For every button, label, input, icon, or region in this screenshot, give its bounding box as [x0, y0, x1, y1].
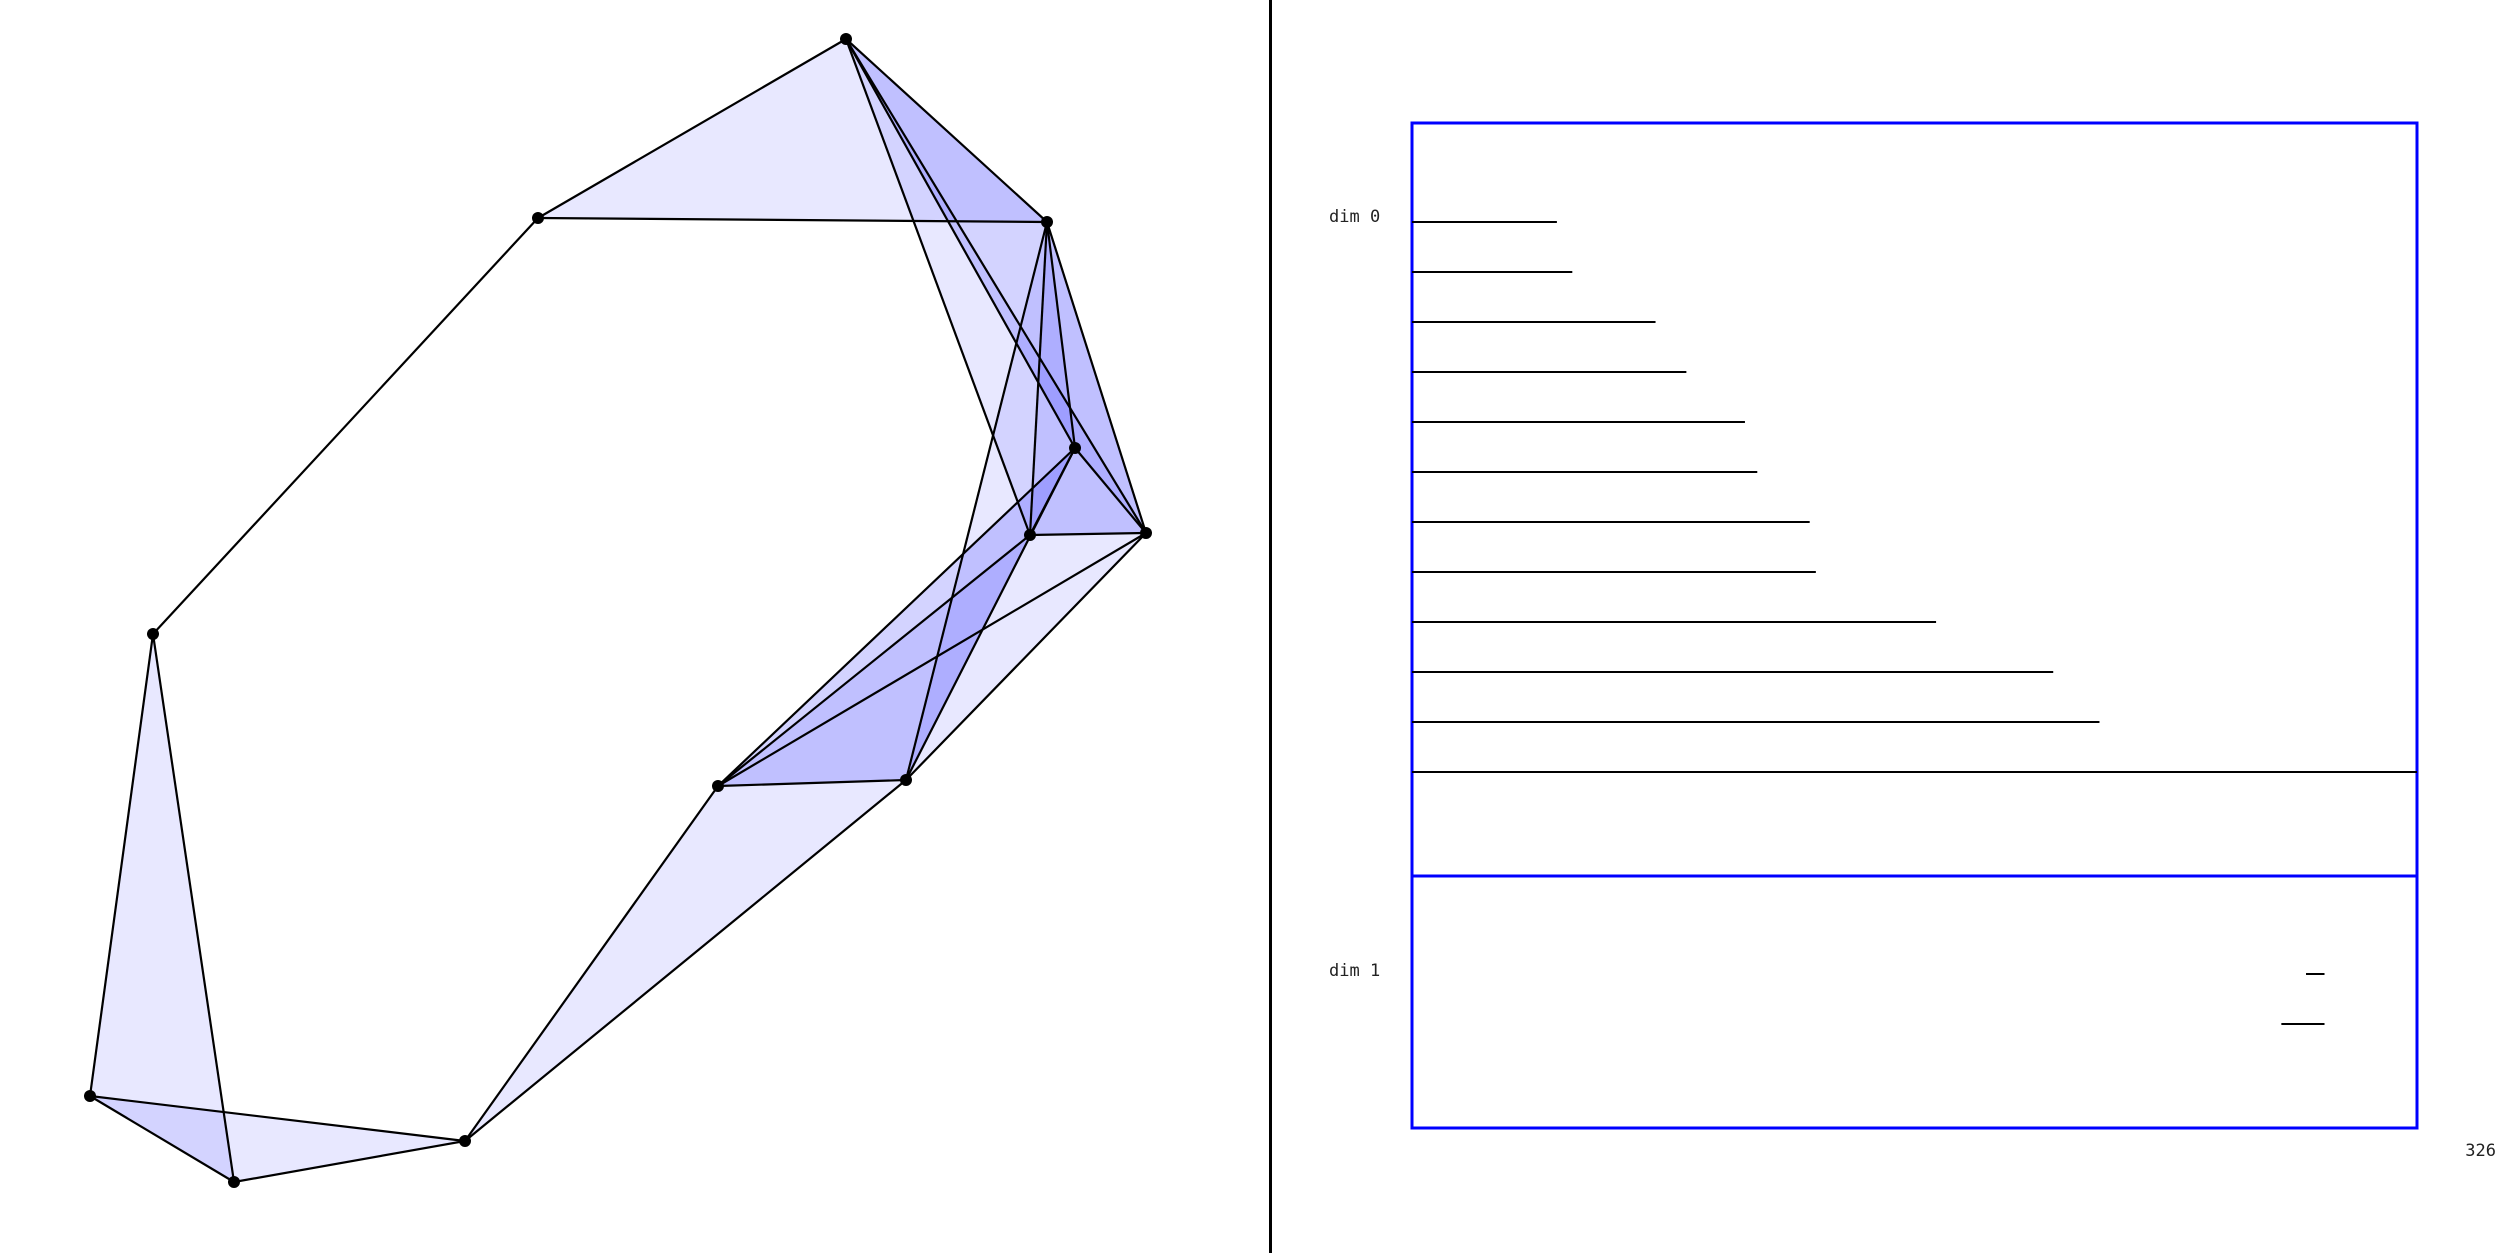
edge-v1-v3: [845, 38, 1048, 223]
edge-v5-v8: [717, 532, 1147, 787]
edge-v1-v4: [845, 38, 1076, 449]
triangle-v7-v10-v12: [90, 634, 234, 1182]
simplicial-complex-panel: [84, 33, 1152, 1188]
edge-v3-v4: [1045, 221, 1077, 449]
barcode-frame: [1410, 121, 2419, 1130]
edge-v2-v3: [537, 216, 1048, 224]
edge-v3-v6: [1028, 221, 1049, 536]
vertex-v9: [900, 774, 912, 786]
edge-v6-v8: [717, 534, 1031, 787]
edge-v11-v12: [233, 1139, 466, 1184]
edge-v8-v9: [717, 778, 907, 788]
vertex-v2: [532, 212, 544, 224]
edge-v2-v7: [152, 217, 539, 635]
edge-v8-v11: [464, 785, 719, 1142]
edge-v7-v12: [151, 633, 236, 1183]
dim1-label: dim 1: [1329, 961, 1380, 981]
edges-layer: [88, 38, 1148, 1184]
edge-v1-v2: [537, 38, 847, 219]
vertex-v4: [1069, 442, 1081, 454]
edge-v4-v9: [905, 447, 1076, 781]
edge-v5-v6: [1029, 531, 1147, 537]
edge-v4-v5: [1074, 447, 1147, 534]
edge-v3-v5: [1045, 221, 1148, 534]
simplicial-complex: [84, 33, 1152, 1188]
dim0-label: dim 0: [1329, 207, 1380, 227]
edge-v3-v9: [904, 221, 1049, 781]
edge-v9-v11: [464, 779, 907, 1142]
edge-v1-v6: [844, 38, 1032, 536]
vertex-v12: [228, 1176, 240, 1188]
vertex-v1: [840, 33, 852, 45]
edge-v10-v12: [89, 1095, 235, 1183]
edge-v4-v8: [717, 447, 1076, 787]
triangle-v1-v2-v3: [538, 39, 1047, 222]
triangle-v3-v6-v5: [1030, 222, 1146, 535]
edge-v7-v10: [88, 633, 155, 1097]
panel-divider: [1269, 0, 1272, 1253]
edge-v5-v9: [905, 532, 1147, 781]
vertex-v3: [1041, 216, 1053, 228]
vertex-v7: [147, 628, 159, 640]
vertex-v6: [1024, 529, 1036, 541]
vertex-v5: [1140, 527, 1152, 539]
edge-v1-v5: [845, 38, 1147, 534]
vertex-v8: [712, 780, 724, 792]
vertex-v10: [84, 1090, 96, 1102]
triangle-v4-v6-v5: [1030, 448, 1146, 535]
triangle-v10-v11-v12: [90, 1096, 465, 1182]
vertex-v11: [459, 1135, 471, 1147]
max-value-label: 326: [2465, 1141, 2496, 1161]
edge-v10-v11: [89, 1094, 466, 1143]
triangles-layer: [90, 39, 1146, 1182]
persistence-barcode: dim 0 dim 1 326: [1329, 121, 2496, 1161]
persistence-barcode-panel: dim 0 dim 1 326: [1272, 0, 2500, 1253]
vertices-layer: [84, 33, 1152, 1188]
